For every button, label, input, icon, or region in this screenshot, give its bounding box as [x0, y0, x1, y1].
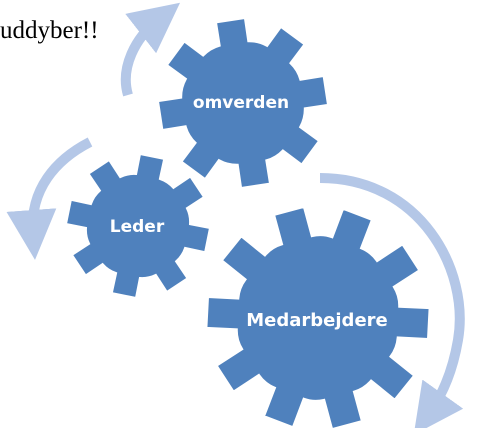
gear-label-omverden: omverden: [193, 93, 289, 113]
gear-omverden: [156, 16, 330, 190]
gear-label-leder: Leder: [110, 217, 165, 237]
gear-medarbejdere: [205, 205, 431, 428]
cycle-arrow-left: [6, 137, 93, 260]
cycle-arrow-up: [120, 2, 181, 97]
gear-leder: [64, 152, 212, 300]
gear-label-medarbejdere: Medarbejdere: [246, 310, 387, 331]
caption-text: uddyber!!: [0, 17, 99, 44]
cycle-arrow-right: [319, 173, 465, 428]
